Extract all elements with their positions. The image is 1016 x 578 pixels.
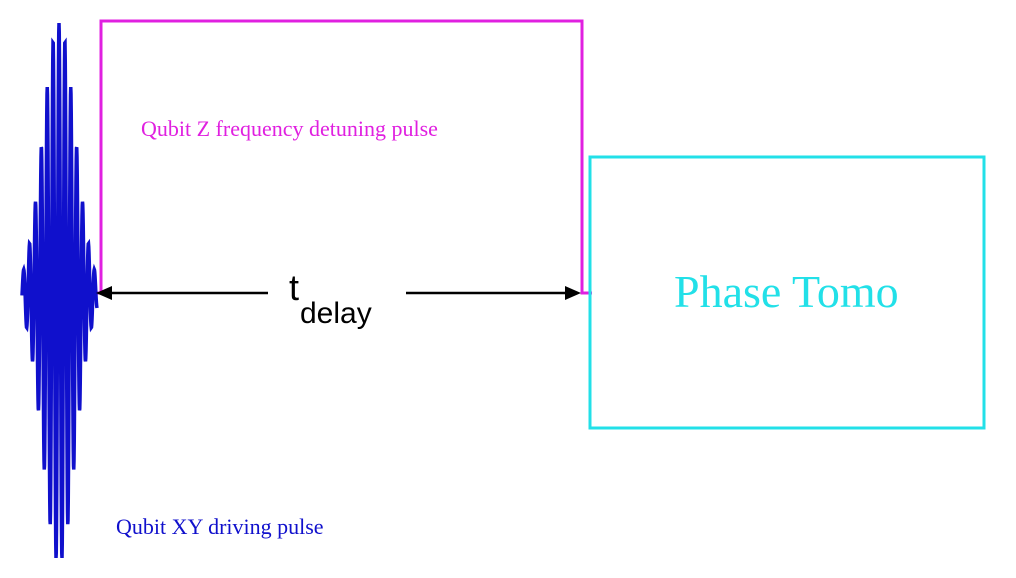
z-pulse-label: Qubit Z frequency detuning pulse	[141, 116, 438, 141]
xy-driving-pulse	[20, 22, 99, 559]
delay-arrow-left-head	[96, 286, 112, 300]
xy-pulse-label: Qubit XY driving pulse	[116, 514, 324, 539]
t-delay-label-sub: delay	[300, 297, 372, 330]
phase-tomo-box	[588, 155, 986, 430]
t-delay-label-main: t	[289, 267, 299, 308]
z-detuning-pulse	[22, 19, 592, 295]
phase-tomo-label: Phase Tomo	[674, 266, 899, 317]
delay-arrow-right-head	[565, 286, 581, 300]
